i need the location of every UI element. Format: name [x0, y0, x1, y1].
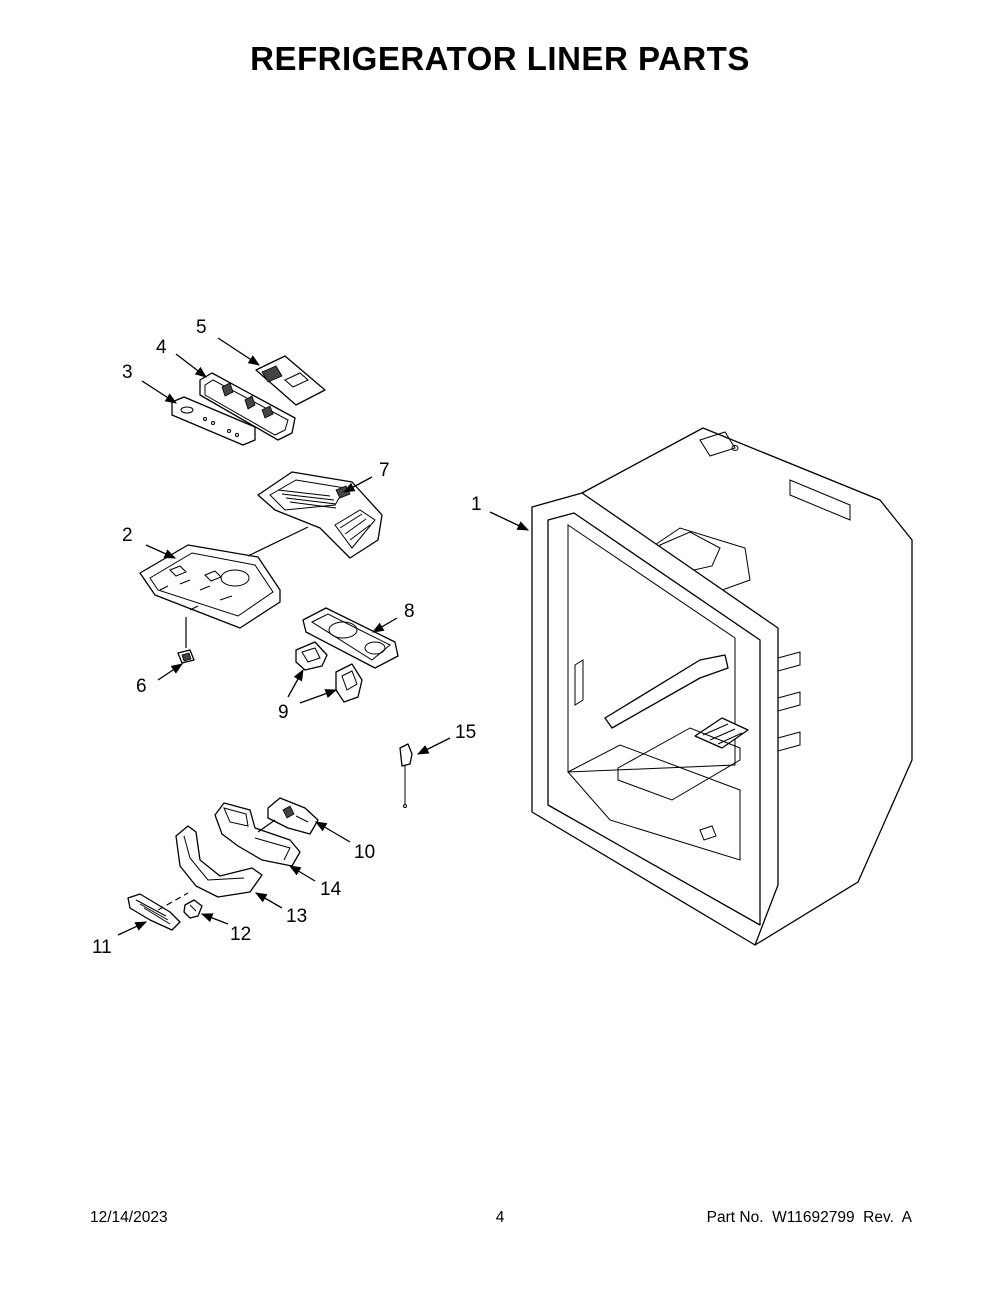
part-1-liner — [531, 427, 913, 946]
part-8-damper-housing — [302, 607, 399, 669]
callout-12: 12 — [230, 924, 251, 945]
part-5-control-board — [255, 355, 326, 406]
part-9-damper-motors — [295, 641, 363, 703]
part-13-handle — [175, 825, 263, 898]
callout-7: 7 — [379, 460, 390, 481]
callout-14: 14 — [320, 879, 342, 900]
callout-labels: 1 2 3 4 5 6 7 8 9 10 11 12 13 14 15 — [92, 317, 482, 958]
footer-date: 12/14/2023 — [90, 1209, 168, 1226]
callout-15: 15 — [455, 722, 476, 743]
part-7-duct-cover — [257, 471, 383, 559]
part-14-dispenser-housing — [214, 802, 301, 867]
callout-1: 1 — [471, 494, 482, 515]
callout-9: 9 — [278, 702, 289, 723]
callout-5: 5 — [196, 317, 207, 338]
part-6-switch — [177, 649, 195, 664]
callout-3: 3 — [122, 362, 133, 383]
part-15-sensor — [399, 743, 413, 808]
part-10-dispenser-assembly — [267, 797, 319, 835]
footer-part-number: Part No. W11692799 Rev. A — [706, 1209, 912, 1226]
part-11-cover — [127, 893, 181, 931]
part-3-display-strip — [171, 396, 256, 446]
callout-2: 2 — [122, 525, 133, 546]
callout-11: 11 — [92, 937, 112, 958]
page-title: REFRIGERATOR LINER PARTS — [250, 40, 750, 77]
assembly-lines — [157, 526, 309, 911]
part-12-screw — [183, 899, 203, 919]
callout-6: 6 — [136, 676, 147, 697]
leader-arrows — [117, 337, 530, 936]
callout-10: 10 — [354, 842, 375, 863]
part-2-control-housing — [139, 544, 281, 629]
callout-4: 4 — [156, 337, 167, 358]
footer-page-number: 4 — [495, 1209, 505, 1226]
callout-8: 8 — [404, 601, 415, 622]
part-4-control-bracket — [199, 372, 296, 441]
callout-13: 13 — [286, 906, 307, 927]
